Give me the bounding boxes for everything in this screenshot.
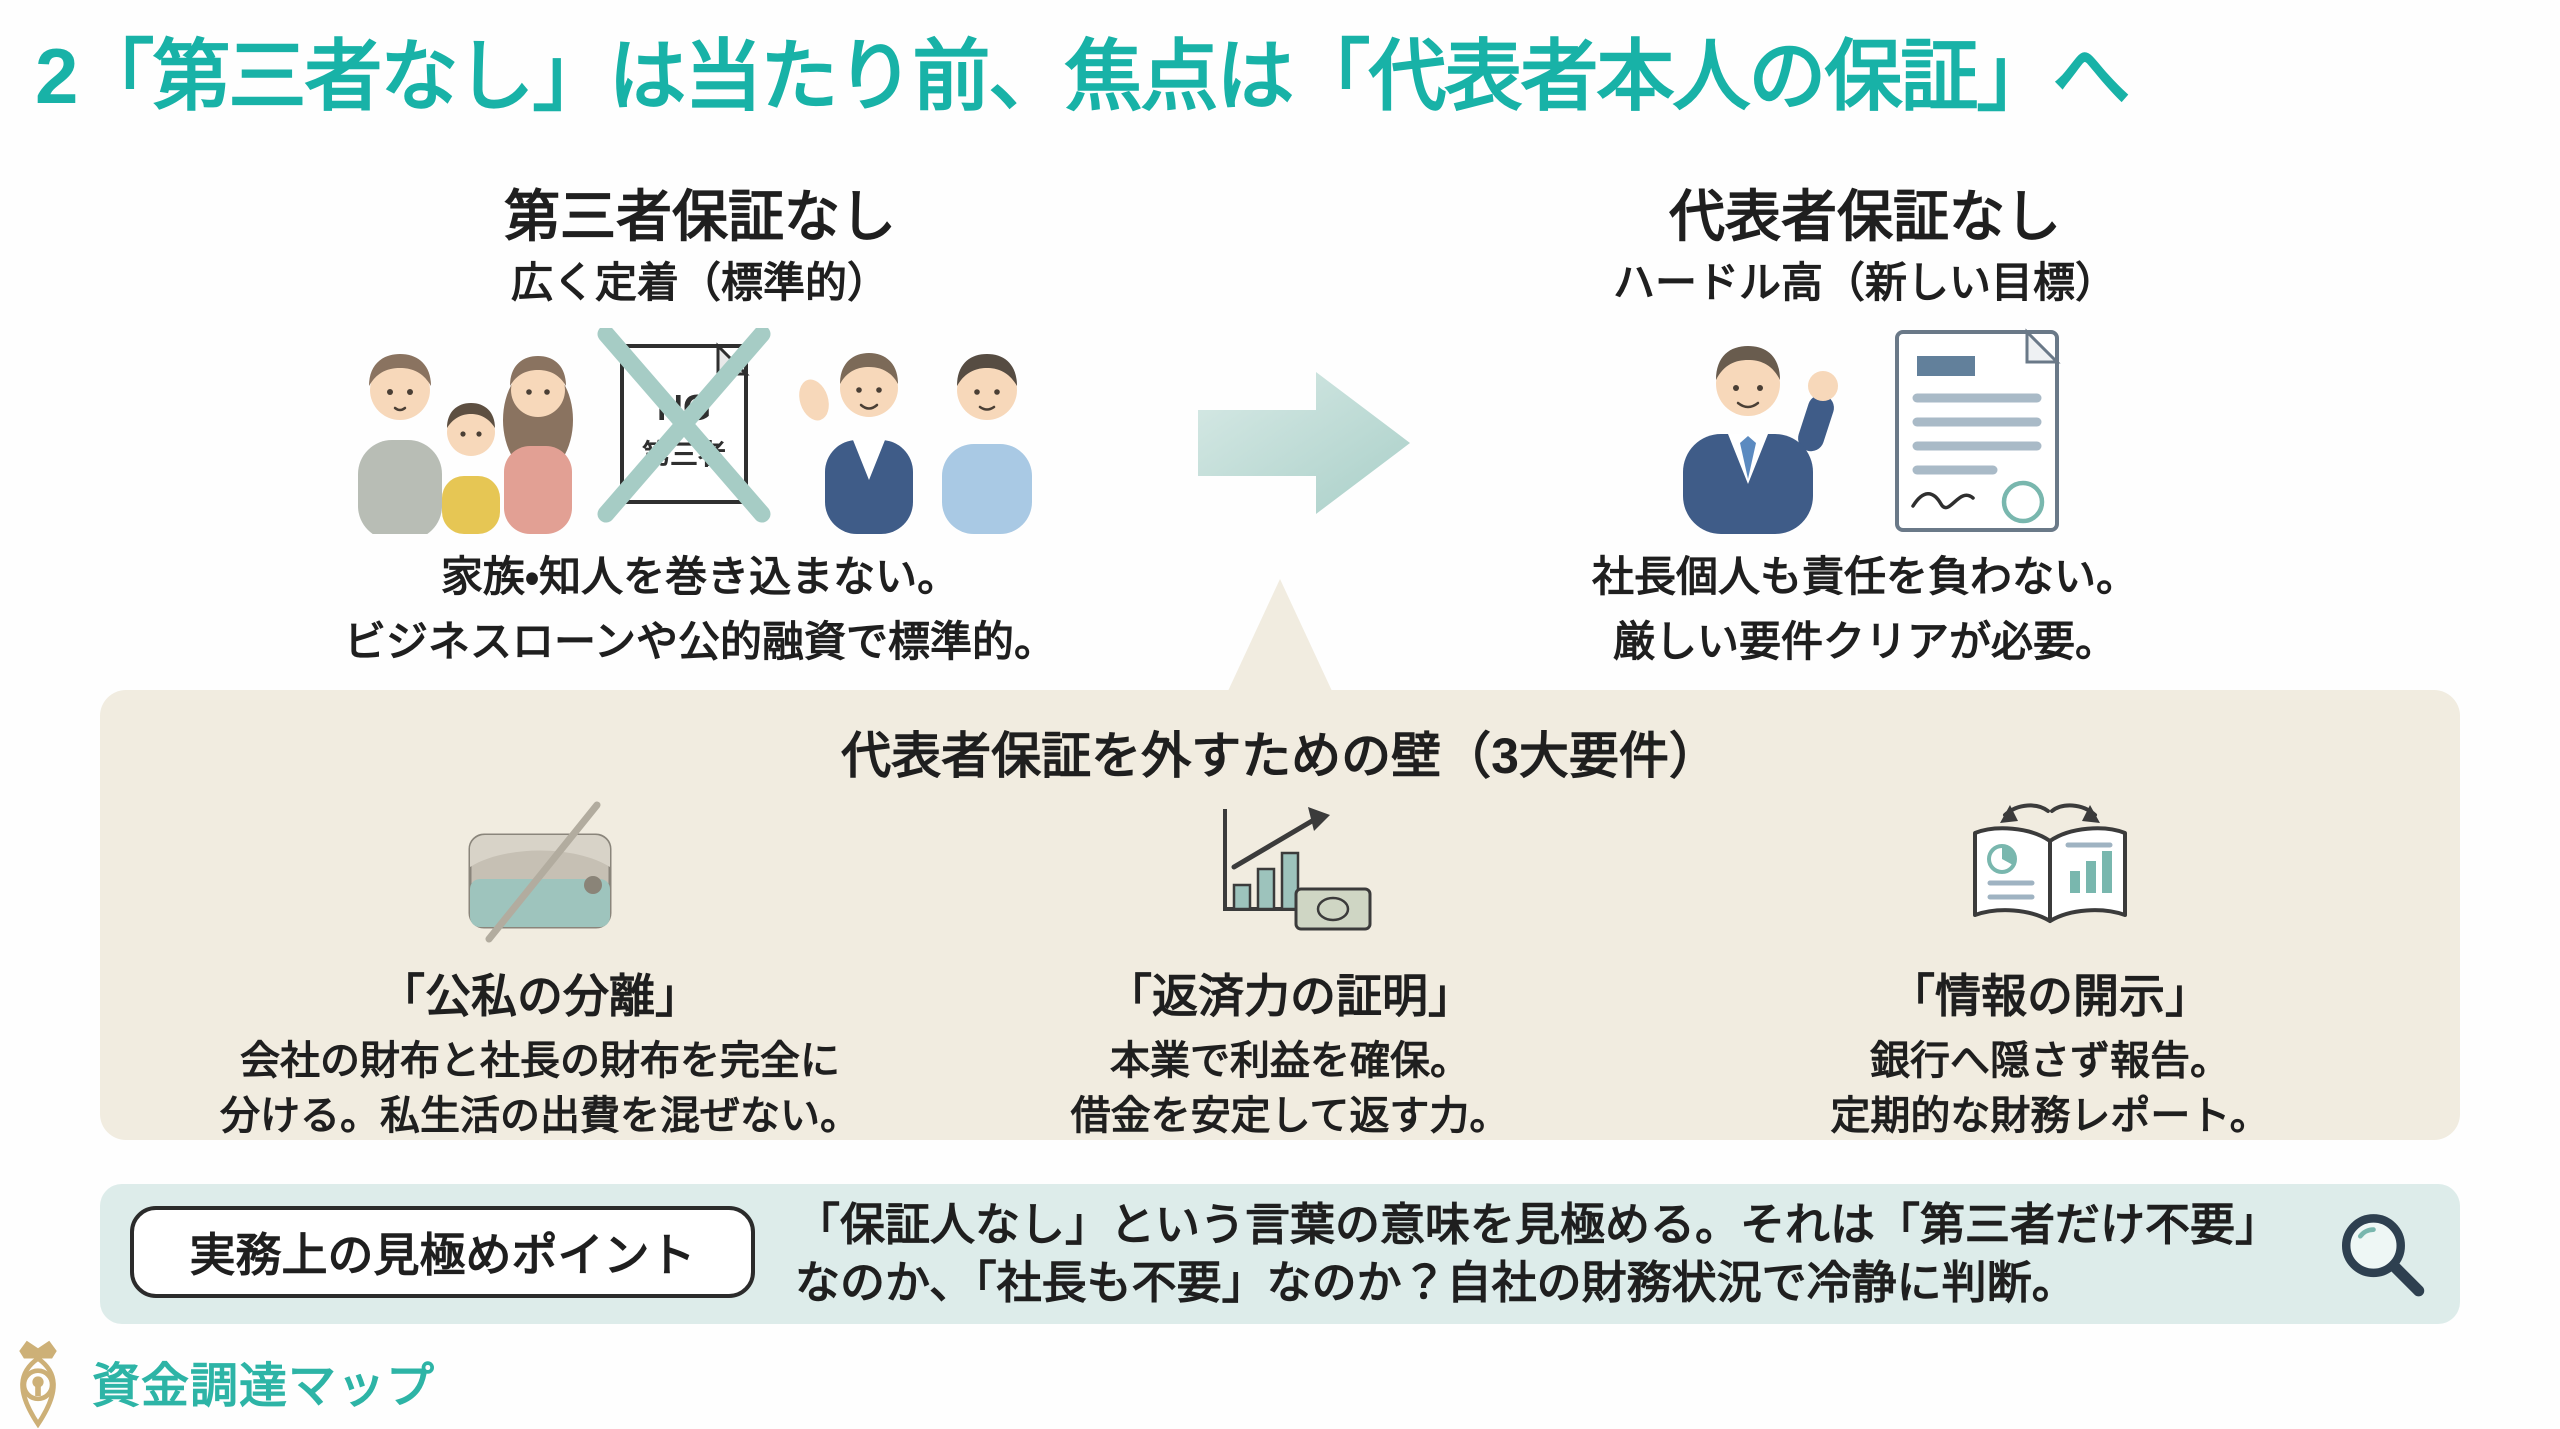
businessman-figure (1683, 345, 1838, 534)
businessman-illustration (1540, 322, 2190, 534)
practical-point-line1: 「保証人なし」という言葉の意味を見極める。それは「第三者だけ不要」 (795, 1199, 2281, 1250)
representative-guarantee-section: 代表者保証なし ハードル高（新しい目標） (1540, 186, 2190, 674)
magnifier-icon (2334, 1208, 2428, 1302)
businessman-document-illustration (1683, 328, 2061, 534)
requirement-item-repayment: 「返済力の証明」 本業で利益を確保。 借金を安定して返す力。 (990, 788, 1590, 1144)
repayment-caption-line1: 本業で利益を確保。 (1110, 1039, 1470, 1083)
requirement-item-disclosure: 「情報の開示」 銀行へ隠さず報告。 定期的な財務レポート。 (1700, 788, 2400, 1144)
disclosure-caption-line2: 定期的な財務レポート。 (1830, 1094, 2270, 1139)
waving-man-figure (799, 352, 913, 534)
left-section-subheading: 広く定着（標準的） (510, 258, 889, 306)
family-illustration: NG 第三者 (250, 322, 1150, 534)
right-section-heading: 代表者保証なし (1669, 185, 2061, 248)
requirement-heading-repayment: 「返済力の証明」 (1106, 970, 1474, 1022)
requirement-caption-disclosure: 銀行へ隠さず報告。 定期的な財務レポート。 (1700, 1034, 2400, 1144)
right-section-caption: 社長個人も責任を負わない。 厳しい要件クリアが必要。 (1540, 544, 2190, 674)
transition-arrow-icon (1198, 372, 1410, 514)
separation-caption-line2: 分ける。私生活の出費を混ぜない。 (220, 1094, 860, 1139)
practical-point-badge: 実務上の見極めポイント (130, 1206, 755, 1298)
left-section-caption: 家族・知人を巻き込まない。 ビジネスローンや公的融資で標準的。 (250, 544, 1150, 674)
left-caption-line2: ビジネスローンや公的融資で標準的。 (344, 617, 1056, 665)
ng-third-party-paper: NG 第三者 (597, 327, 771, 523)
requirement-heading-disclosure: 「情報の開示」 (1889, 970, 2211, 1022)
left-caption-line1: 家族・知人を巻き込まない。 (440, 552, 960, 600)
right-caption-line2: 厳しい要件クリアが必要。 (1612, 617, 2117, 665)
signed-document-icon (1895, 328, 2061, 532)
practical-point-text: 「保証人なし」という言葉の意味を見極める。それは「第三者だけ不要」 なのか、「社… (795, 1196, 2355, 1311)
practical-point-panel: 実務上の見極めポイント 「保証人なし」という言葉の意味を見極める。それは「第三者… (100, 1184, 2460, 1324)
page-title: 2「第三者なし」は当たり前、焦点は「代表者本人の保証」へ (35, 32, 2130, 120)
separation-caption-line1: 会社の財布と社長の財布を完全に (240, 1039, 840, 1083)
father-figure (358, 353, 442, 534)
disclosure-caption-line1: 銀行へ隠さず報告。 (1870, 1039, 2230, 1083)
left-section-heading: 第三者保証なし (504, 185, 896, 248)
repayment-caption-line2: 借金を安定して返す力。 (1070, 1094, 1510, 1139)
blue-shirt-man-figure (942, 353, 1032, 534)
panel-pointer-notch (1228, 579, 1332, 691)
site-logo: 資金調達マップ (8, 1334, 435, 1428)
profit-chart-icon (990, 788, 1590, 956)
requirement-caption-separation: 会社の財布と社長の財布を完全に 分ける。私生活の出費を混ぜない。 (140, 1034, 940, 1144)
requirement-caption-repayment: 本業で利益を確保。 借金を安定して返す力。 (990, 1034, 1590, 1144)
family-group-illustration: NG 第三者 (358, 327, 1032, 534)
map-pin-crown-icon (19, 1340, 57, 1428)
practical-point-line2: なのか、「社長も不要」なのか？自社の財務状況で冷静に判断。 (795, 1256, 2077, 1308)
requirements-panel-title: 代表者保証を外すための壁（3大要件） (841, 728, 1719, 784)
logo-text: 資金調達マップ (92, 1360, 436, 1413)
third-party-guarantee-section: 第三者保証なし 広く定着（標準的） (250, 186, 1150, 674)
wallet-icon (140, 788, 940, 956)
right-caption-line1: 社長個人も責任を負わない。 (1591, 552, 2138, 600)
mother-figure (503, 355, 573, 534)
cross-mark-icon (597, 327, 771, 523)
requirements-panel: 代表者保証を外すための壁（3大要件） 「公私の分離」 会社の財布と社長の財布を完… (100, 690, 2460, 1140)
requirement-heading-separation: 「公私の分離」 (379, 970, 701, 1022)
right-section-subheading: ハードル高（新しい目標） (1612, 258, 2117, 306)
requirement-item-separation: 「公私の分離」 会社の財布と社長の財布を完全に 分ける。私生活の出費を混ぜない。 (140, 788, 940, 1144)
open-book-icon (1700, 788, 2400, 956)
boy-figure (442, 402, 500, 534)
